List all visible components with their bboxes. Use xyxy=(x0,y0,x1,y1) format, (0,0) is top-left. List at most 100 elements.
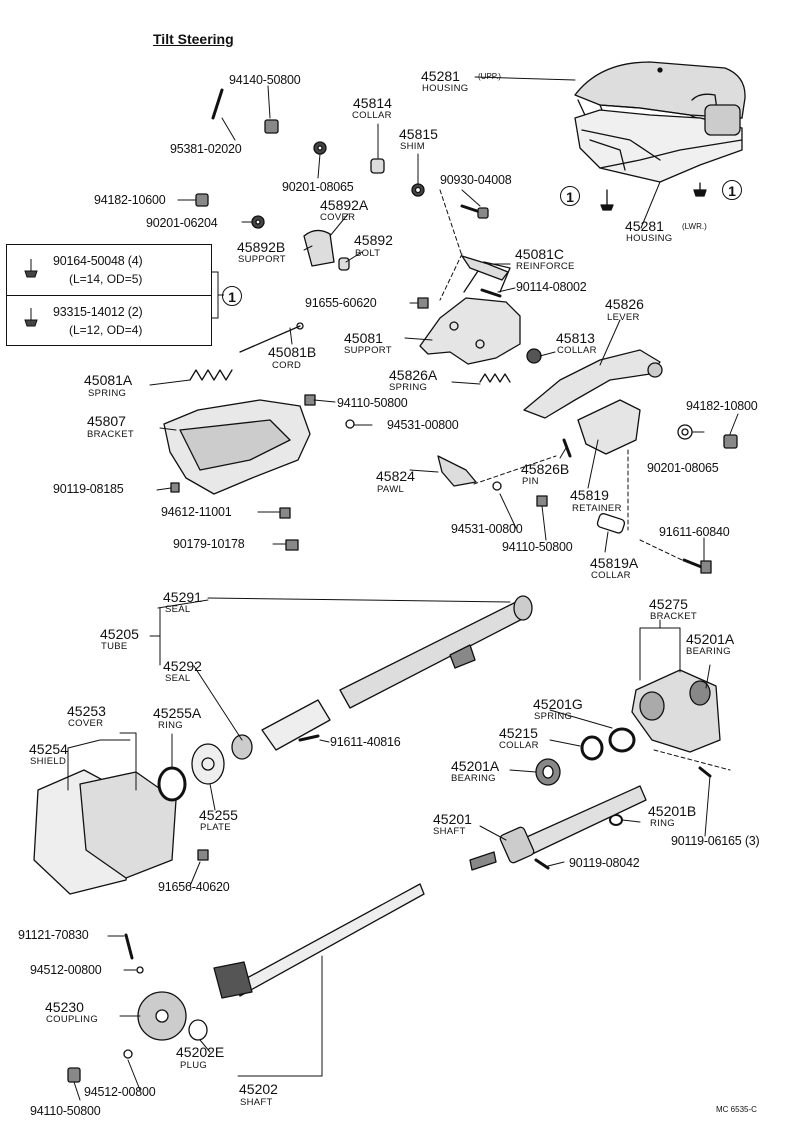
part-number: 45291 xyxy=(163,589,202,605)
part-name: SPRING xyxy=(534,711,573,722)
part-name: PIN xyxy=(522,476,539,487)
collar-45814 xyxy=(370,158,385,174)
part-name: COVER xyxy=(68,718,104,729)
screw-icon xyxy=(24,259,38,278)
drawing-code: MC 6535-C xyxy=(716,1105,757,1114)
part-name: PAWL xyxy=(377,484,405,495)
part-variant: (UPP.) xyxy=(478,72,501,81)
bolt-91611-40816 xyxy=(298,734,320,742)
housing-screw-right xyxy=(693,182,707,197)
dashed-alignment-lines xyxy=(439,189,731,771)
part-number: 45230 xyxy=(45,999,84,1015)
part-name: RING xyxy=(650,818,675,829)
lever-45826 xyxy=(523,349,663,419)
reference-mark-circle: 1 xyxy=(560,186,580,206)
legend-part-number: 90164-50048 (4) xyxy=(53,254,143,268)
spring-45201G xyxy=(608,727,636,753)
part-name: BOLT xyxy=(355,248,381,259)
part-number: 91121-70830 xyxy=(18,928,89,942)
part-name: HOUSING xyxy=(626,233,673,244)
part-number: 94182-10600 xyxy=(94,193,166,207)
part-name: CORD xyxy=(272,360,302,371)
part-number: 90201-08065 xyxy=(647,461,719,475)
part-name: SPRING xyxy=(389,382,428,393)
part-name: LEVER xyxy=(607,312,640,323)
nut-94612 xyxy=(279,507,291,519)
part-number: 45807 xyxy=(87,413,126,429)
part-number: 91655-60620 xyxy=(305,296,377,310)
part-number: 91611-40816 xyxy=(330,735,401,749)
part-number: 90119-08042 xyxy=(569,856,640,870)
part-number: 91656-40620 xyxy=(158,880,230,894)
legend-row: 90164-50048 (4) (L=14, OD=5) xyxy=(7,245,211,295)
part-number: 90930-04008 xyxy=(440,173,512,187)
nut-94110-b xyxy=(536,495,548,507)
ring-45255A xyxy=(157,766,187,802)
bolt-90119-06165 xyxy=(698,766,712,778)
part-number: 94531-00800 xyxy=(451,522,523,536)
part-number: 45202 xyxy=(239,1081,278,1097)
part-number: 45253 xyxy=(67,703,106,719)
part-name: SHIELD xyxy=(30,756,67,767)
bolt-90119-08185 xyxy=(170,482,180,493)
part-number: 95381-02020 xyxy=(170,142,242,156)
legend-part-spec: (L=14, OD=5) xyxy=(69,272,143,286)
nut-94182-b xyxy=(723,434,738,449)
part-number: 45892A xyxy=(320,197,369,213)
part-number: 94512-00800 xyxy=(30,963,102,977)
leader-lines xyxy=(67,76,739,1101)
part-name: COLLAR xyxy=(591,570,631,581)
part-name: COVER xyxy=(320,212,356,223)
part-number: 45281 xyxy=(625,218,664,234)
shaft-45202 xyxy=(213,851,497,999)
part-number: 45205 xyxy=(100,626,139,642)
part-number: 90119-06165 (3) xyxy=(671,834,760,848)
part-name: SEAL xyxy=(165,604,191,615)
part-name: COLLAR xyxy=(352,110,392,121)
part-number: 94612-11001 xyxy=(161,505,232,519)
part-name: TUBE xyxy=(101,641,128,652)
housing-screw-left xyxy=(600,189,614,211)
part-name: SHAFT xyxy=(240,1097,273,1108)
part-number: 45255 xyxy=(199,807,238,823)
plate-45255 xyxy=(191,743,225,785)
part-number: 94110-50800 xyxy=(30,1104,101,1118)
nut-94182-a xyxy=(195,193,209,207)
part-number: 94140-50800 xyxy=(229,73,301,87)
part-name: PLUG xyxy=(180,1060,208,1071)
part-number: 45815 xyxy=(399,126,438,142)
part-name: SHAFT xyxy=(433,826,466,837)
diagram-title: Tilt Steering xyxy=(153,31,234,47)
washer-90201-b xyxy=(251,215,265,229)
part-name: SUPPORT xyxy=(238,254,286,265)
part-name: REINFORCE xyxy=(516,261,575,272)
part-name: PLATE xyxy=(200,822,231,833)
part-name: HOUSING xyxy=(422,83,469,94)
bracket-45807 xyxy=(163,399,311,495)
part-name: COLLAR xyxy=(499,740,539,751)
seal-45292 xyxy=(231,734,253,760)
part-number: 45819 xyxy=(570,487,609,503)
part-name: SEAL xyxy=(165,673,191,684)
screw-91655 xyxy=(417,297,429,309)
part-number: 45826A xyxy=(389,367,438,383)
bolt-91656 xyxy=(197,849,209,861)
washer-94512-b xyxy=(123,1049,133,1059)
reinforce-45081C xyxy=(461,255,509,281)
bearing-45201A-lower xyxy=(535,758,561,786)
pawl-45824 xyxy=(437,455,477,487)
part-number: 45826B xyxy=(521,461,570,477)
part-number: 45814 xyxy=(353,95,392,111)
washer-94531-b xyxy=(492,481,502,491)
part-name: RETAINER xyxy=(572,503,622,514)
part-number: 90114-08002 xyxy=(516,280,587,294)
part-number: 45892 xyxy=(354,232,393,248)
nut-94110-c xyxy=(67,1067,81,1083)
plug-45202E xyxy=(188,1019,208,1041)
fastener-legend-box: 90164-50048 (4) (L=14, OD=5) 93315-14012… xyxy=(6,244,212,346)
legend-part-spec: (L=12, OD=4) xyxy=(69,323,143,337)
part-variant: (LWR.) xyxy=(682,222,707,231)
part-name: BRACKET xyxy=(87,429,134,440)
part-number: 45813 xyxy=(556,330,595,346)
part-number: 45215 xyxy=(499,725,538,741)
